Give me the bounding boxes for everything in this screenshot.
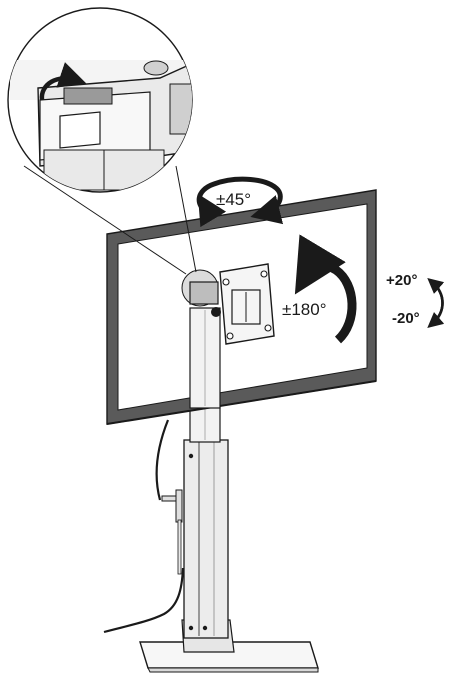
tilt-arrow-icon <box>427 277 445 329</box>
tilt-down-label: -20° <box>392 310 420 327</box>
power-cable <box>103 419 185 634</box>
stand-column-lower <box>183 439 229 639</box>
swivel-label: ±45° <box>216 190 251 209</box>
vesa-mount-plate <box>219 263 275 345</box>
stand-column-front <box>189 307 221 409</box>
stand-base <box>139 619 319 673</box>
curved-arrow-icon <box>39 62 87 101</box>
swivel-arrow-icon <box>196 176 284 228</box>
tilt-up-label: +20° <box>386 272 417 289</box>
rotation-arrow-icon <box>294 234 357 344</box>
height-lock-lever <box>161 489 183 575</box>
rotation-label: ±180° <box>282 300 327 319</box>
detail-zoom <box>7 7 197 275</box>
tilt-head <box>181 269 221 317</box>
